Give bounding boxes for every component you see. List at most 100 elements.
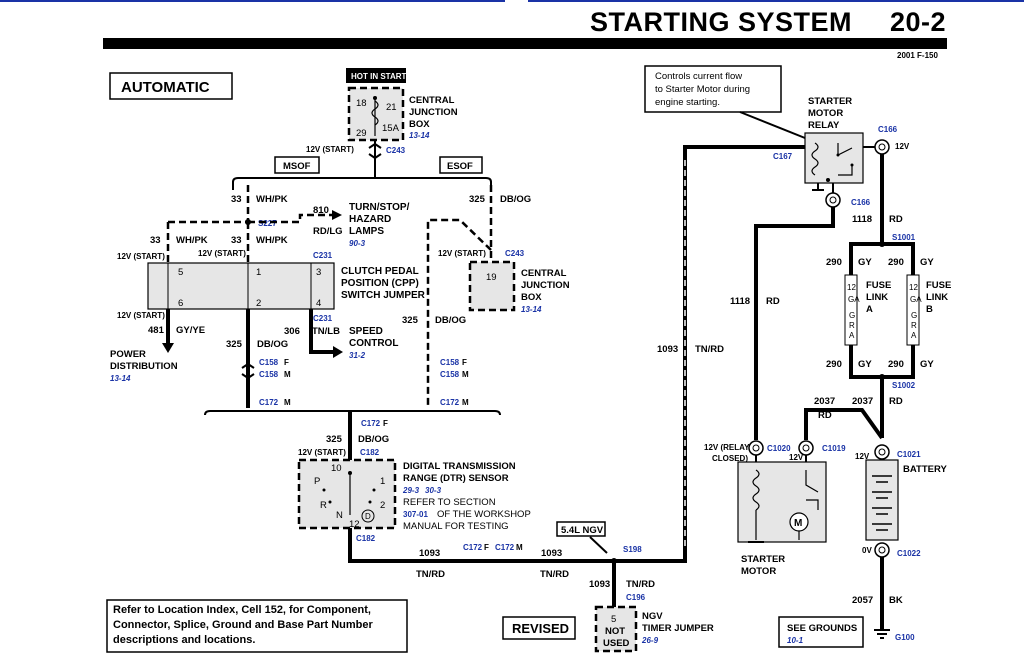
svg-text:13-14: 13-14 <box>409 131 430 140</box>
svg-text:325: 325 <box>402 315 419 326</box>
svg-text:JUNCTION: JUNCTION <box>409 107 458 118</box>
svg-text:F: F <box>284 358 289 367</box>
svg-text:GY: GY <box>920 257 934 268</box>
svg-text:12V (START): 12V (START) <box>438 249 486 258</box>
svg-text:12: 12 <box>909 283 918 292</box>
svg-text:2037: 2037 <box>814 396 835 407</box>
svg-text:TN/RD: TN/RD <box>626 579 655 590</box>
svg-text:12V (START): 12V (START) <box>117 311 165 320</box>
svg-text:3: 3 <box>316 267 321 278</box>
svg-text:POWER: POWER <box>110 349 146 360</box>
svg-text:C167: C167 <box>773 152 793 161</box>
svg-text:MOTOR: MOTOR <box>741 566 776 577</box>
svg-text:1: 1 <box>380 476 385 487</box>
svg-text:26-9: 26-9 <box>641 636 659 645</box>
svg-text:BATTERY: BATTERY <box>903 464 947 475</box>
svg-text:C196: C196 <box>626 593 646 602</box>
svg-text:CENTRAL: CENTRAL <box>521 268 567 279</box>
hot-in-start-badge <box>346 68 406 83</box>
svg-text:engine starting.: engine starting. <box>655 97 720 108</box>
svg-text:JUNCTION: JUNCTION <box>521 280 570 291</box>
svg-text:RD: RD <box>889 214 903 225</box>
svg-text:FUSE: FUSE <box>866 280 891 291</box>
svg-text:NGV: NGV <box>642 611 663 622</box>
svg-text:TN/LB: TN/LB <box>312 326 340 337</box>
svg-text:1093: 1093 <box>657 344 678 355</box>
svg-text:RD: RD <box>818 410 832 421</box>
svg-text:2: 2 <box>380 500 385 511</box>
svg-text:GA: GA <box>910 295 922 304</box>
hot-in-start-label: HOT IN START <box>351 72 407 81</box>
battery <box>865 459 899 541</box>
svg-text:LINK: LINK <box>866 292 888 303</box>
svg-text:B: B <box>926 304 933 315</box>
svg-text:P: P <box>314 476 320 487</box>
svg-text:12V (START): 12V (START) <box>298 448 346 457</box>
svg-text:12V (START): 12V (START) <box>117 252 165 261</box>
svg-text:C182: C182 <box>356 534 376 543</box>
svg-text:12V: 12V <box>895 142 910 151</box>
svg-text:DB/OG: DB/OG <box>500 194 531 205</box>
svg-text:A: A <box>911 331 917 340</box>
ngv-timer-jumper: 5 NOT USED <box>594 605 638 653</box>
svg-text:C166: C166 <box>878 125 898 134</box>
svg-text:290: 290 <box>826 359 842 370</box>
svg-text:33: 33 <box>231 194 242 205</box>
svg-text:TIMER JUMPER: TIMER JUMPER <box>642 623 714 634</box>
svg-text:CLUTCH PEDAL: CLUTCH PEDAL <box>341 266 419 277</box>
svg-text:BK: BK <box>889 595 903 606</box>
svg-text:29-3: 29-3 <box>402 486 420 495</box>
svg-text:290: 290 <box>888 257 904 268</box>
central-junction-box-right: 19 <box>468 260 516 312</box>
svg-text:SPEED: SPEED <box>349 326 383 337</box>
svg-text:2: 2 <box>256 298 261 309</box>
svg-text:DB/OG: DB/OG <box>257 339 288 350</box>
svg-text:18: 18 <box>356 98 367 109</box>
svg-text:5: 5 <box>611 614 616 625</box>
svg-text:MANUAL FOR TESTING: MANUAL FOR TESTING <box>403 521 509 532</box>
svg-text:C172: C172 <box>463 543 483 552</box>
svg-text:13-14: 13-14 <box>521 305 542 314</box>
svg-text:325: 325 <box>326 434 343 445</box>
svg-text:RD: RD <box>766 296 780 307</box>
svg-text:F: F <box>462 358 467 367</box>
svg-text:C172: C172 <box>361 419 381 428</box>
svg-text:REFER TO SECTION: REFER TO SECTION <box>403 497 496 508</box>
svg-text:WH/PK: WH/PK <box>176 235 208 246</box>
svg-text:RANGE (DTR) SENSOR: RANGE (DTR) SENSOR <box>403 473 509 484</box>
svg-text:10: 10 <box>331 463 342 474</box>
svg-text:C1022: C1022 <box>897 549 921 558</box>
svg-text:R: R <box>320 500 327 511</box>
automatic-box <box>109 72 233 100</box>
svg-text:NOT: NOT <box>605 626 625 637</box>
svg-text:BOX: BOX <box>409 119 430 130</box>
svg-text:1093: 1093 <box>541 548 562 559</box>
svg-text:GA: GA <box>848 295 860 304</box>
svg-text:GY/YE: GY/YE <box>176 325 205 336</box>
svg-text:S1001: S1001 <box>892 233 916 242</box>
svg-text:USED: USED <box>603 638 630 649</box>
svg-text:DIGITAL TRANSMISSION: DIGITAL TRANSMISSION <box>403 461 516 472</box>
svg-text:M: M <box>516 543 523 552</box>
ngv-box <box>556 521 606 537</box>
fuse-link-b: 12 GA G R A <box>906 274 922 346</box>
svg-text:SWITCH JUMPER: SWITCH JUMPER <box>341 290 426 301</box>
svg-text:SEE GROUNDS: SEE GROUNDS <box>787 623 857 634</box>
ground-icon <box>874 629 890 639</box>
svg-text:1093: 1093 <box>589 579 610 590</box>
svg-text:MOTOR: MOTOR <box>808 108 843 119</box>
svg-text:S1002: S1002 <box>892 381 916 390</box>
svg-text:REVISED: REVISED <box>512 621 569 636</box>
svg-text:C231: C231 <box>313 251 333 260</box>
svg-text:810: 810 <box>313 205 329 216</box>
svg-text:5.4L NGV: 5.4L NGV <box>561 525 604 536</box>
svg-text:LAMPS: LAMPS <box>349 226 384 237</box>
svg-text:A: A <box>866 304 873 315</box>
svg-text:M: M <box>284 398 291 407</box>
automatic-label: AUTOMATIC <box>121 79 210 96</box>
svg-text:C172: C172 <box>259 398 279 407</box>
svg-text:15A: 15A <box>382 123 400 134</box>
svg-text:12V: 12V <box>855 452 870 461</box>
svg-text:12V (START): 12V (START) <box>198 249 246 258</box>
